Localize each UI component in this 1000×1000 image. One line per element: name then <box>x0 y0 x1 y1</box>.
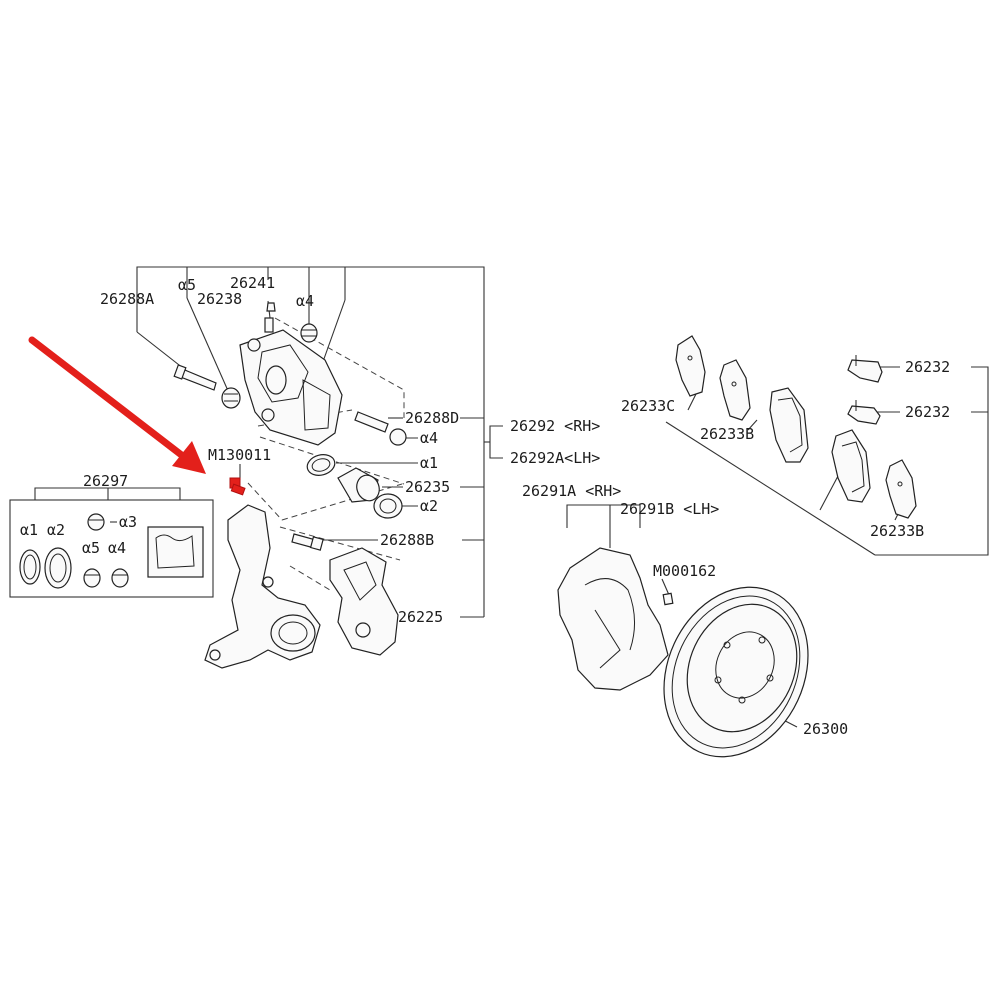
brake-pad-outer[interactable] <box>831 429 871 503</box>
label-26291A-rh: 26291A <RH> <box>522 482 621 500</box>
kit-part-a5 <box>83 568 101 588</box>
piston-seal-a1[interactable] <box>305 452 337 479</box>
caliper-body[interactable] <box>239 329 343 446</box>
screw-m000162[interactable] <box>662 592 674 606</box>
pad-clip-26232-1[interactable] <box>847 355 883 383</box>
label-26225: 26225 <box>398 608 443 626</box>
guide-pin-26288D[interactable] <box>354 411 407 446</box>
kit-part-a3 <box>87 513 117 531</box>
label-M130011: M130011 <box>208 446 271 464</box>
part-labels: 26288A α5 26241 26238 α4 26288D α4 α1 26… <box>20 274 950 738</box>
caliper-support-26225[interactable] <box>329 547 399 656</box>
label-26233B-1: 26233B <box>700 425 754 443</box>
kit-boot-a2 <box>44 547 72 589</box>
red-arrow-icon <box>28 336 206 474</box>
label-26241: 26241 <box>230 274 275 292</box>
brake-rotor-26300[interactable] <box>637 564 835 781</box>
kit-grease-packet <box>147 526 204 578</box>
label-26292-rh: 26292 <RH> <box>510 417 600 435</box>
label-26233B-2: 26233B <box>870 522 924 540</box>
label-a4-mid: α4 <box>420 429 438 447</box>
dust-boot-a2[interactable] <box>373 493 403 519</box>
pad-bracket-lines <box>665 366 989 556</box>
label-kit-a4: α4 <box>108 539 126 557</box>
bleeder-screw-26238[interactable] <box>264 302 276 333</box>
highlighted-bolt-m130011[interactable] <box>229 477 246 496</box>
label-kit-a5: α5 <box>82 539 100 557</box>
label-a4-top: α4 <box>296 292 314 310</box>
label-26300: 26300 <box>803 720 848 738</box>
boot-a4-top[interactable] <box>300 323 318 343</box>
pad-clip-26232-2[interactable] <box>847 400 881 425</box>
label-M000162: M000162 <box>653 562 716 580</box>
label-26288D: 26288D <box>405 409 459 427</box>
steering-knuckle[interactable] <box>204 504 321 669</box>
guide-pin-26288B[interactable] <box>291 533 324 551</box>
label-26238: 26238 <box>197 290 242 308</box>
label-kit-a3: α3 <box>119 513 137 531</box>
label-26288B: 26288B <box>380 531 434 549</box>
label-26288A: 26288A <box>100 290 154 308</box>
label-26233C: 26233C <box>621 397 675 415</box>
label-26235: 26235 <box>405 478 450 496</box>
label-a2-mid: α2 <box>420 497 438 515</box>
label-26291B-lh: 26291B <LH> <box>620 500 719 518</box>
backing-plate[interactable] <box>557 547 669 691</box>
label-26292A-lh: 26292A<LH> <box>510 449 600 467</box>
label-26232-2: 26232 <box>905 403 950 421</box>
label-26297: 26297 <box>83 472 128 490</box>
brake-pad-inner[interactable] <box>769 387 809 463</box>
label-26232-1: 26232 <box>905 358 950 376</box>
kit-ring-a1 <box>19 549 41 585</box>
brake-pad-26233B-2[interactable] <box>885 459 917 519</box>
repair-kit-box[interactable] <box>9 487 214 598</box>
piston-26235[interactable] <box>337 467 383 504</box>
brake-pad-26233C[interactable] <box>675 335 706 397</box>
label-kit-a2: α2 <box>47 521 65 539</box>
brake-pad-26233B-1[interactable] <box>719 359 751 421</box>
boot-a5[interactable] <box>221 387 241 409</box>
kit-part-a4 <box>111 568 129 588</box>
label-kit-a1: α1 <box>20 521 38 539</box>
label-a1-mid: α1 <box>420 454 438 472</box>
label-a5-top: α5 <box>178 276 196 294</box>
guide-pin-bolt-26288A[interactable] <box>173 364 217 391</box>
